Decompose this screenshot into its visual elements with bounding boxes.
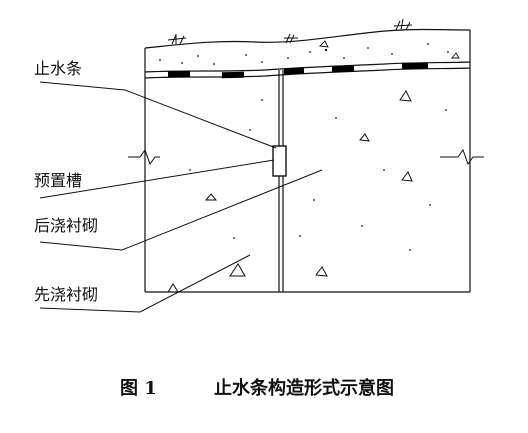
- label-first-lining: 先浇衬砌: [34, 285, 99, 304]
- waterproof-band-segments: [167, 62, 429, 79]
- leader-later-lining: [39, 169, 323, 251]
- leader-first-lining: [39, 254, 251, 313]
- grass-tufts: [167, 18, 413, 45]
- speckle: [343, 57, 345, 59]
- aggregate-triangle: [204, 193, 218, 201]
- concrete-dot: [261, 99, 263, 101]
- aggregate-triangle: [167, 283, 179, 293]
- soil-triangle: [451, 52, 460, 59]
- concrete-dot: [409, 249, 411, 251]
- speckle: [367, 47, 369, 49]
- grass-tuft: [284, 33, 298, 44]
- speckle: [287, 57, 289, 59]
- construction-joint: [278, 70, 284, 292]
- aggregate-triangle: [359, 133, 370, 142]
- concrete-dot: [445, 109, 447, 111]
- grass-tuft: [393, 18, 413, 31]
- speckle: [159, 59, 161, 61]
- concrete-dots: [189, 99, 447, 251]
- band-segment: [221, 71, 245, 79]
- concrete-aggregate: [167, 90, 413, 293]
- band-segment: [401, 62, 429, 70]
- concrete-dot: [313, 199, 315, 201]
- band-segment: [283, 67, 305, 75]
- aggregate-triangle: [401, 171, 413, 182]
- soil-layer-top-edge: [144, 28, 471, 49]
- soil-triangles: [319, 40, 460, 59]
- band-segment: [167, 70, 191, 78]
- figure-title: 止水条构造形式示意图: [214, 378, 394, 399]
- speckle: [309, 51, 311, 53]
- speckle: [391, 53, 393, 55]
- leader-waterstop: [39, 81, 277, 149]
- concrete-dot: [249, 129, 251, 131]
- left-break-mark: [128, 148, 160, 166]
- leader-lines: [39, 81, 323, 313]
- break-marks: [128, 148, 484, 166]
- speckle: [427, 43, 429, 45]
- aggregate-triangle: [229, 263, 246, 277]
- aggregate-triangle: [399, 90, 412, 102]
- waterproof-layer-lower: [144, 67, 471, 79]
- label-preset-groove: 预置槽: [34, 171, 83, 190]
- speckle: [213, 63, 215, 65]
- concrete-dot: [429, 204, 431, 206]
- concrete-dot: [233, 237, 235, 239]
- speckle: [447, 51, 449, 53]
- concrete-dot: [383, 169, 385, 171]
- aggregate-triangle: [315, 266, 328, 277]
- concrete-dot: [361, 225, 363, 227]
- leader-groove: [39, 159, 275, 199]
- waterproof-layer-upper: [144, 61, 471, 73]
- grass-tuft: [167, 34, 187, 45]
- right-break-mark: [440, 148, 484, 166]
- figure-number: 图 1: [120, 378, 157, 399]
- concrete-dot: [335, 117, 337, 119]
- soil-speckles: [159, 43, 449, 65]
- speckle: [261, 61, 263, 63]
- speckle: [245, 54, 247, 56]
- concrete-dot: [299, 235, 301, 237]
- speckle: [181, 62, 183, 64]
- speckle: [324, 48, 328, 52]
- label-waterstop: 止水条: [34, 59, 83, 78]
- waterstop-strip: [272, 145, 287, 177]
- soil-triangle: [319, 40, 329, 48]
- label-later-lining: 后浇衬砌: [34, 216, 99, 235]
- speckle: [197, 55, 199, 57]
- band-segment: [331, 65, 355, 73]
- concrete-dot: [189, 169, 191, 171]
